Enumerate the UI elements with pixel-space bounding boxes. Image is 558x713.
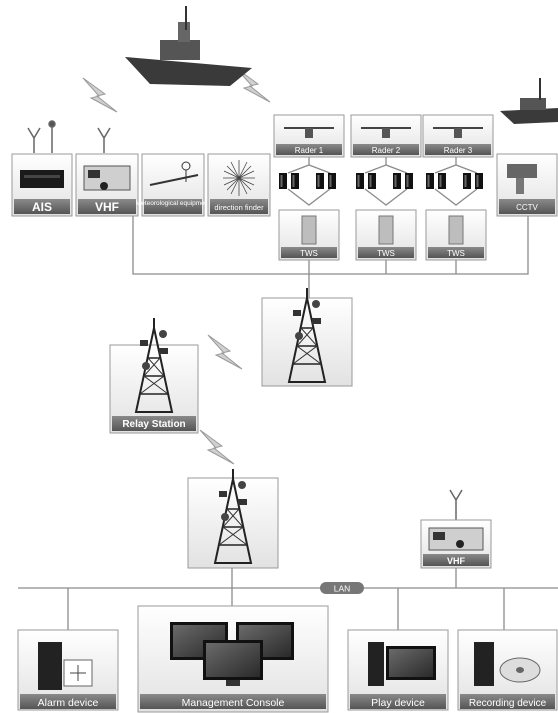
radar-transceiver-icon	[463, 173, 483, 189]
relay-station: Relay Station	[109, 317, 199, 434]
radar-3: Rader 3	[422, 114, 494, 158]
tws-1: TWS	[278, 209, 340, 261]
alarm-device: Alarm device	[17, 629, 119, 711]
meteorological-label: Meteorological equipment	[136, 200, 211, 207]
radar-3-label: Rader 3	[444, 146, 473, 155]
computer-icon	[38, 642, 62, 690]
vhf-device: VHF	[420, 519, 492, 569]
direction-finder-icon	[223, 160, 255, 196]
radar-1: Rader 1	[273, 114, 345, 158]
monitor-icon	[386, 646, 436, 680]
computer-icon	[368, 642, 384, 686]
vhf-label: VHF	[447, 556, 466, 566]
connection-lines	[18, 157, 558, 630]
management-console-label: Management Console	[182, 697, 285, 709]
radar-transceiver-icon	[356, 173, 376, 189]
radar-2: Rader 2	[350, 114, 422, 158]
wireless-link-icon	[207, 334, 243, 370]
recording-device: Recording device	[457, 629, 558, 711]
lan-badge: LAN	[320, 582, 364, 594]
ship-icon	[125, 6, 252, 86]
ais-label: AIS	[32, 200, 52, 214]
wireless-link-icon	[82, 77, 118, 113]
tws-3: TWS	[425, 209, 487, 261]
play-device-label: Play device	[371, 697, 425, 709]
ais-device: AIS	[11, 153, 73, 217]
direction-finder-device: direction finder	[207, 153, 271, 217]
play-device: Play device	[347, 629, 449, 711]
tws-label: TWS	[447, 249, 465, 258]
management-console: Management Console	[137, 605, 329, 713]
radar-transceiver-icon	[279, 173, 299, 189]
cctv-label: CCTV	[516, 203, 538, 212]
radar-1-label: Rader 1	[295, 146, 324, 155]
vhf-label: VHF	[95, 200, 119, 214]
monitor-icon	[203, 640, 263, 686]
direction-finder-label: direction finder	[214, 203, 264, 212]
cctv-device: CCTV	[496, 153, 558, 217]
relay-station-label: Relay Station	[122, 419, 185, 430]
tower-station	[261, 287, 353, 387]
tws-label: TWS	[377, 249, 395, 258]
tws-2: TWS	[355, 209, 417, 261]
radar-transceiver-icon	[393, 173, 413, 189]
computer-icon	[474, 642, 494, 686]
radar-2-label: Rader 2	[372, 146, 401, 155]
antenna-icon	[449, 489, 463, 520]
ship-icon	[500, 78, 558, 124]
tws-label: TWS	[300, 249, 318, 258]
tower-station	[187, 468, 279, 569]
meteorological-device: Meteorological equipment	[136, 153, 211, 217]
antenna-icon	[27, 120, 111, 153]
recording-device-label: Recording device	[469, 698, 547, 709]
alarm-device-label: Alarm device	[38, 697, 99, 709]
radar-transceiver-icon	[426, 173, 446, 189]
vhf-device: VHF	[75, 153, 139, 217]
wireless-link-icon	[199, 429, 235, 465]
lan-label: LAN	[334, 584, 351, 594]
radar-transceiver-icon	[316, 173, 336, 189]
